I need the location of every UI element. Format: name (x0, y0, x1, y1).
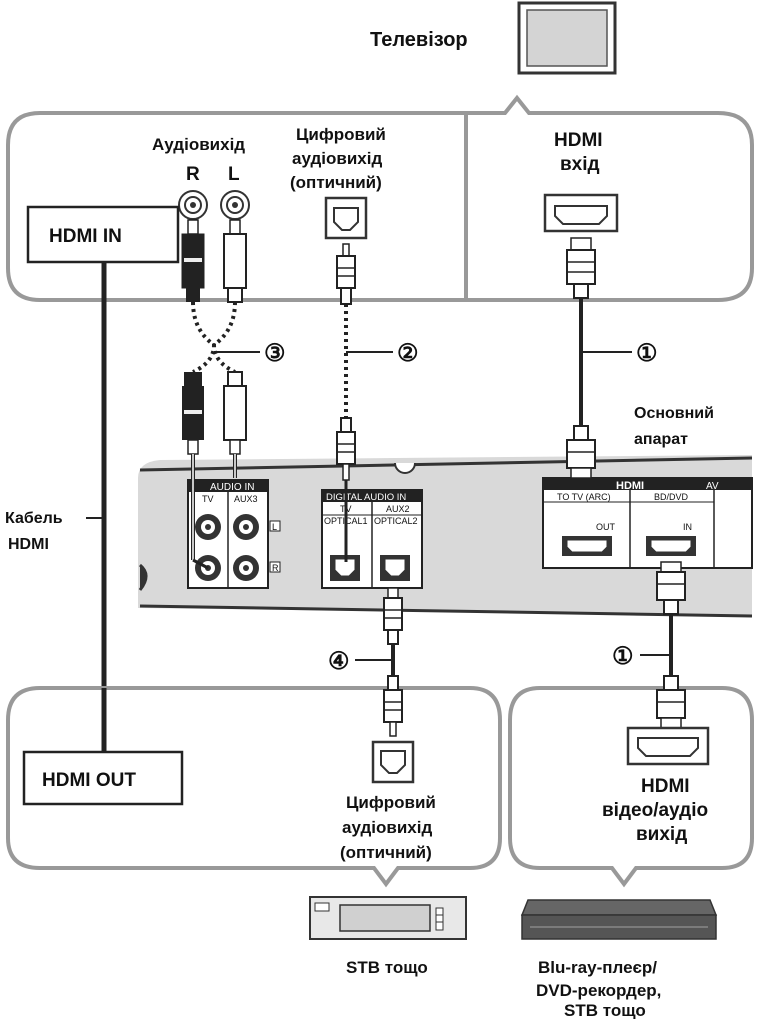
tv-icon (517, 1, 617, 75)
rca-plug-l-top (223, 219, 247, 303)
bd-dvd: BD/DVD (654, 492, 689, 502)
stb-digital-out-line2: аудіовихід (342, 818, 432, 837)
optical-plug-stb (383, 675, 403, 737)
rca-plug-r-top (181, 219, 205, 302)
cable-label-line1: Кабель (5, 510, 63, 527)
tv-digital-out-line3: (оптичний) (290, 173, 382, 192)
audio-in-tv: TV (202, 494, 214, 504)
stb-optical-port (371, 740, 415, 784)
player-caption-line1: Blu-ray-плеєр/ (538, 958, 657, 977)
main-unit-label-line1: Основний (634, 405, 714, 422)
tv-digital-out-line2: аудіовихід (292, 149, 382, 168)
cable-label-line2: HDMI (8, 536, 49, 553)
player-caption-line3: STB тощо (564, 1001, 646, 1019)
hdmi-plug-unit-bottom (656, 561, 686, 615)
player-hdmi-port (626, 726, 710, 766)
player-caption-line2: DVD-рекордер, (536, 981, 661, 1000)
tv-rca-jack-l (220, 190, 250, 220)
tv-rca-jack-r (178, 190, 208, 220)
audio-l-label: L (228, 164, 240, 185)
hdmi-in-text: IN (683, 522, 692, 532)
hdmi-in-box (26, 205, 180, 264)
hdmi-plug-unit-top (566, 425, 596, 479)
stb-device-icon (309, 896, 467, 940)
optical2: OPTICAL2 (374, 516, 418, 526)
rca-plug-l-bottom (223, 371, 247, 478)
stb-digital-out-line3: (оптичний) (340, 843, 432, 862)
tv-hdmi-in-line2: вхід (560, 154, 600, 175)
optical-plug-unit (336, 417, 356, 562)
hdmi-out-label: HDMI OUT (42, 770, 136, 791)
callout-1-top: ① (636, 340, 658, 367)
optical-plug-unit-bottom (383, 587, 403, 645)
main-unit-label-line2: апарат (634, 431, 688, 448)
tv-digital-out-line1: Цифровий (296, 125, 386, 144)
hdmi-panel: HDMI AV TO TV (ARC) OUT BD/DVD IN (542, 477, 753, 569)
player-panel-outline (508, 686, 754, 888)
rca-plug-r-bottom (182, 372, 209, 570)
stb-caption: STB тощо (346, 958, 428, 977)
player-hdmi-line3: вихід (636, 824, 687, 845)
tv-optical-port (324, 196, 368, 240)
hdmi-plug-tv (566, 237, 596, 299)
tv-title: Телевізор (370, 29, 468, 51)
audio-in-panel: AUDIO IN TV AUX3 (187, 479, 269, 589)
digital-audio-in-header: DIGITAL AUDIO IN (326, 492, 406, 503)
stb-panel-outline (6, 686, 502, 888)
audio-in-header: AUDIO IN (210, 482, 254, 493)
callout-3: ③ (264, 340, 286, 367)
callout-4: ④ (328, 648, 350, 675)
tv-hdmi-in-line1: HDMI (554, 130, 603, 151)
hdmi-av: AV (706, 481, 719, 492)
r-mark: R (272, 563, 279, 573)
hdmi-plug-player (656, 675, 686, 729)
stb-digital-out-line1: Цифровий (346, 793, 436, 812)
l-mark: L (272, 522, 277, 532)
to-tv-arc: TO TV (ARC) (557, 492, 611, 502)
digital-audio-in-panel: DIGITAL AUDIO IN TV AUX2 OPTICAL1 OPTICA… (321, 489, 423, 589)
hdmi-out-text: OUT (596, 522, 616, 532)
callout-1-bottom: ① (612, 643, 634, 670)
player-hdmi-line1: HDMI (641, 776, 690, 797)
hdmi-in-label: HDMI IN (49, 226, 122, 247)
audio-out-label: Аудіовихід (152, 135, 245, 154)
audio-in-aux3: AUX3 (234, 494, 258, 504)
hdmi-logo: HDMI (616, 480, 644, 492)
digital-aux2: AUX2 (386, 504, 410, 514)
callout-2: ② (397, 340, 419, 367)
tv-hdmi-port (543, 193, 619, 233)
hdmi-out-box (22, 750, 184, 806)
player-device-icon (520, 899, 718, 940)
player-hdmi-line2: відео/аудіо (602, 800, 708, 821)
audio-r-label: R (186, 164, 200, 185)
rca-dotted-cable (191, 301, 237, 374)
